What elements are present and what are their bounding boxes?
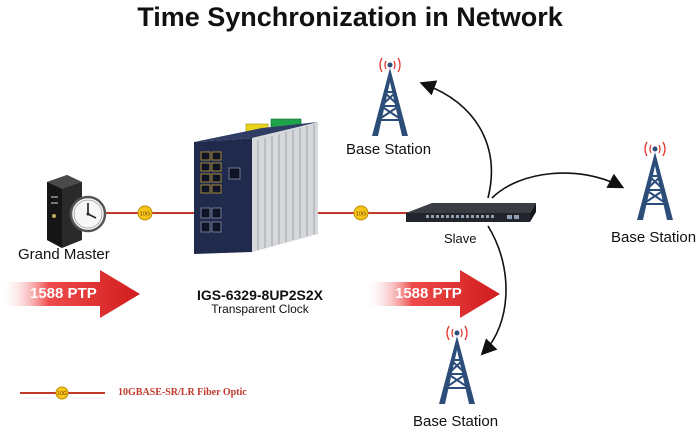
switch-icon [194, 118, 318, 254]
server-icon [47, 175, 82, 248]
clock-icon [69, 195, 107, 233]
ptp-arrow-label-right: 1588 PTP [395, 285, 462, 302]
ptp-arrow-label-left: 1588 PTP [30, 285, 97, 302]
grand-master-label: Grand Master [18, 246, 110, 263]
link-badge-2: 10G [353, 205, 369, 221]
link-arrow-bottom [480, 225, 507, 356]
tower-icon-bottom [439, 325, 475, 404]
legend-label: 10GBASE-SR/LR Fiber Optic [118, 387, 247, 398]
ptp-arrow-icon-left [0, 270, 140, 318]
base-station-right-label: Base Station [611, 229, 697, 246]
link-badge-1: 10G [137, 205, 153, 221]
slave-label: Slave [444, 231, 477, 246]
diagram-title: Time Synchronization in Network [137, 2, 563, 32]
legend-badge-text: 10G [57, 391, 67, 397]
link-arrow-top [419, 80, 493, 199]
legend-swatch: 10G [20, 386, 105, 400]
link-arrow-right [491, 172, 625, 199]
tower-icon-top [372, 57, 408, 136]
switch-role-label: Transparent Clock [211, 302, 309, 316]
base-station-top-label: Base Station [346, 141, 432, 158]
switch-model-label: IGS-6329-8UP2S2X [196, 287, 324, 303]
link-badge-1-text: 10G [140, 212, 150, 218]
slave-switch-icon [406, 203, 536, 222]
ptp-arrow-icon-right [365, 270, 500, 318]
base-station-bottom-label: Base Station [413, 413, 499, 430]
link-badge-2-text: 10G [356, 212, 366, 218]
tower-icon-right [637, 141, 673, 220]
